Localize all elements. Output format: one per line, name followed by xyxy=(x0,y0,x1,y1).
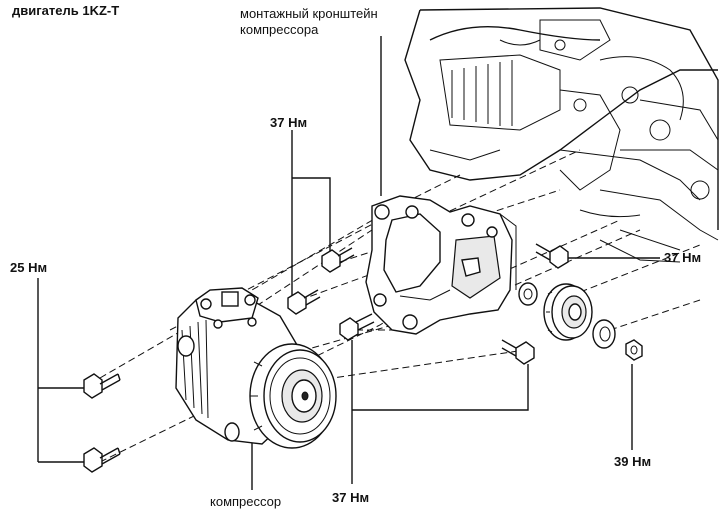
compressor-label: компрессор xyxy=(210,494,282,509)
torque-upper-bolts: 37 Нм xyxy=(270,115,308,130)
bolt-lower-1 xyxy=(339,313,375,341)
bolt-upper-1 xyxy=(321,247,355,273)
washer xyxy=(592,319,616,349)
page-title: двигатель 1KZ-T xyxy=(12,3,120,18)
bolt-right-upper xyxy=(535,243,569,269)
nut xyxy=(625,339,643,361)
compressor-mounting-bracket xyxy=(365,195,517,335)
leader-lines xyxy=(37,36,660,490)
torque-right-upper-bolt: 37 Нм xyxy=(664,250,702,265)
torque-left-bolts: 25 Нм xyxy=(10,260,48,275)
bracket-label-line1: монтажный кронштейн xyxy=(240,6,378,21)
engine-block xyxy=(404,7,719,263)
bolt-lower-2 xyxy=(501,339,535,365)
bolt-upper-2 xyxy=(287,289,321,315)
spacer-sleeve xyxy=(518,282,538,306)
bolt-left-lower xyxy=(83,447,121,473)
idler-pulley xyxy=(543,283,593,341)
bolt-left-upper xyxy=(83,373,121,399)
torque-nut: 39 Нм xyxy=(614,454,652,469)
ac-compressor xyxy=(175,287,337,449)
torque-lower-bolts: 37 Нм xyxy=(332,490,370,505)
bracket-label-line2: компрессора xyxy=(240,22,319,37)
